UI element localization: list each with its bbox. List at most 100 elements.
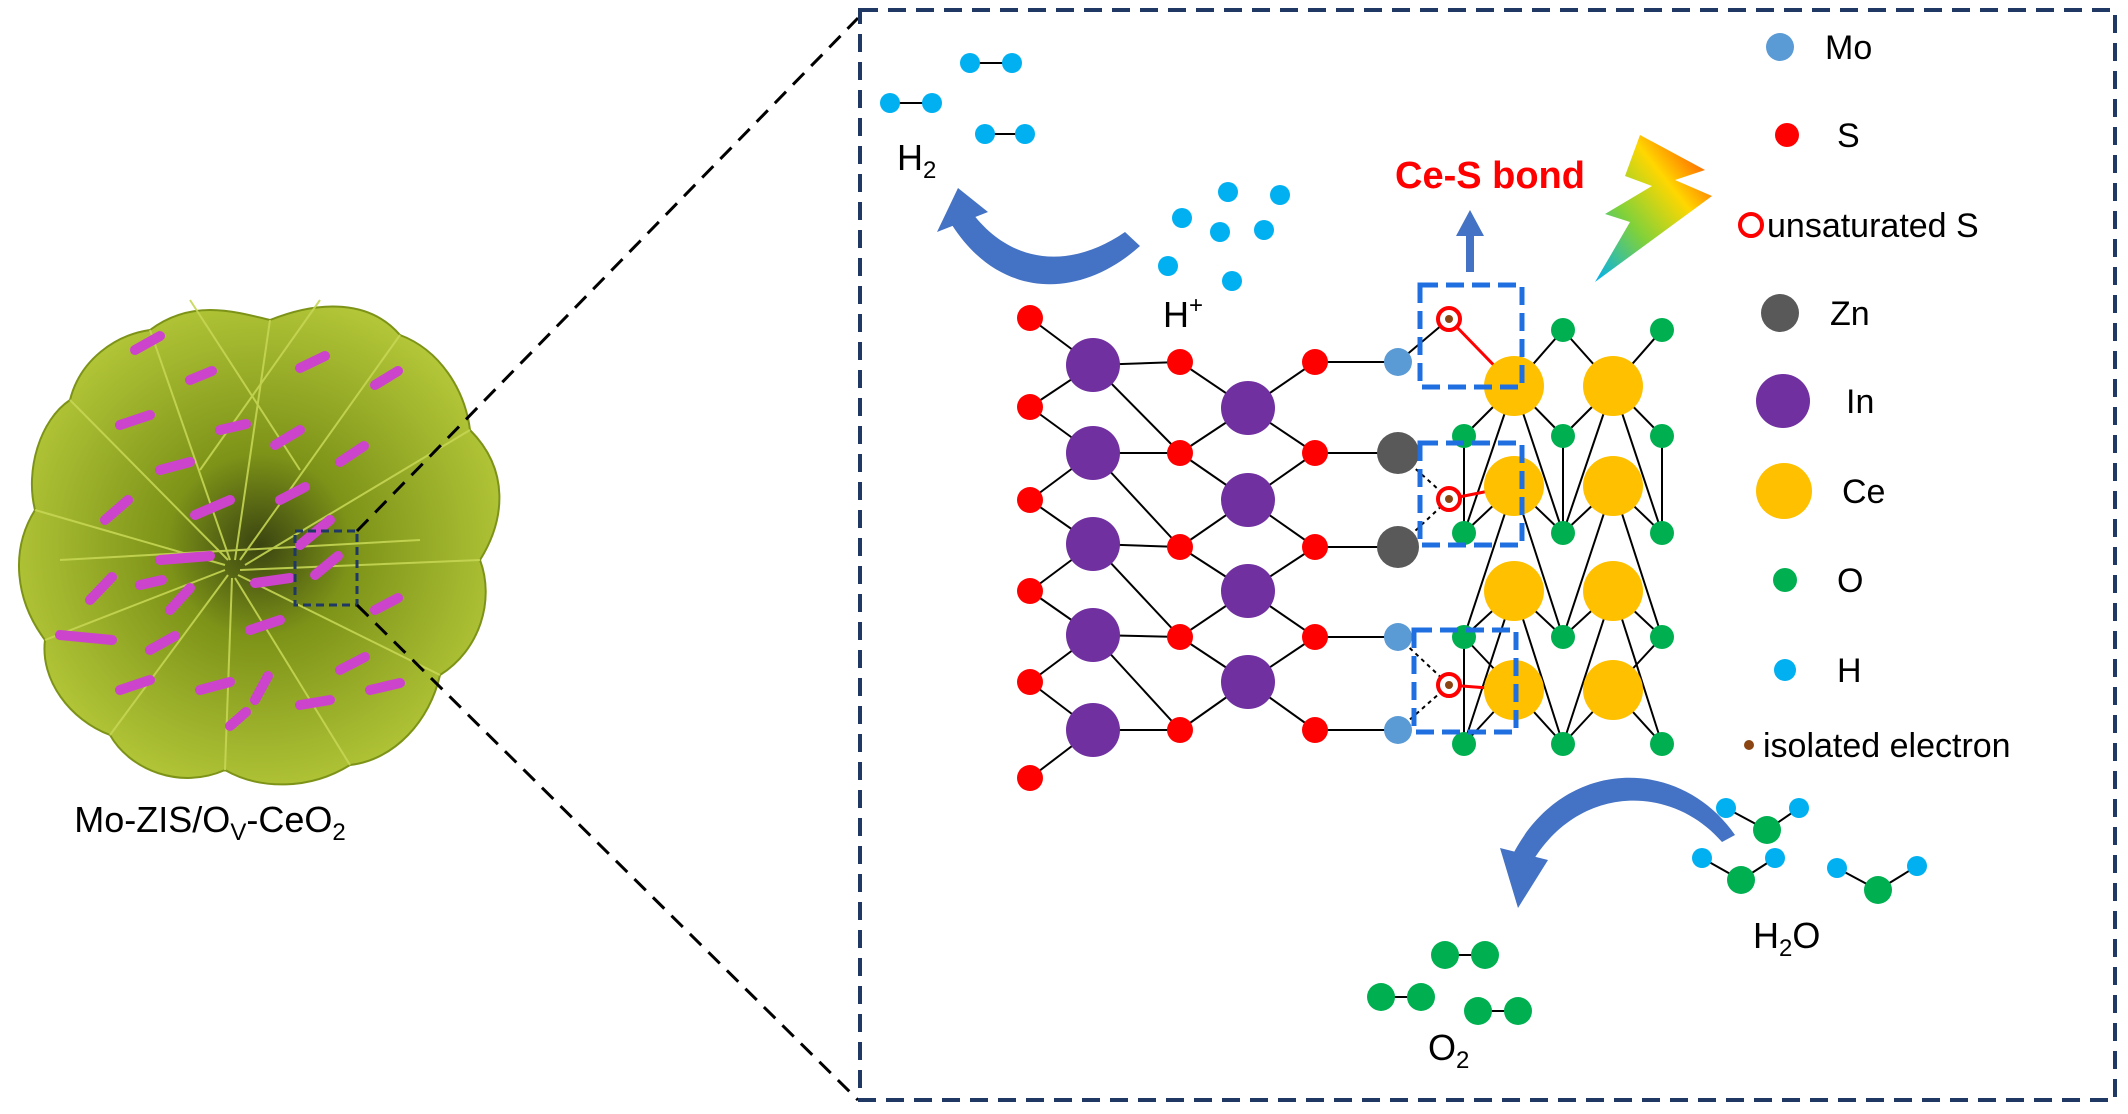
cerium-atom	[1583, 356, 1643, 416]
legend-label: Ce	[1842, 473, 1885, 511]
caption-prefix: Mo-ZIS/O	[74, 799, 230, 840]
zoom-box	[293, 529, 359, 607]
legend-label: H	[1837, 652, 1862, 690]
rod	[250, 573, 295, 588]
legend-item-unsaturatisolated-electrond-s: unsaturated S	[1738, 207, 1979, 245]
sulfur-atom	[1167, 440, 1193, 466]
proton	[1218, 182, 1238, 202]
cerium-atom	[1484, 456, 1544, 516]
ce-s-bond-label: Ce-S bond	[1395, 155, 1585, 197]
oxygen-atom	[1551, 521, 1575, 545]
h2-molecule	[880, 93, 942, 113]
petal-edge	[149, 329, 231, 561]
legend-item-s: S	[1775, 117, 1860, 155]
legend-label: O	[1837, 562, 1863, 600]
zoom-line-bottom	[355, 603, 860, 1102]
petal-edge	[234, 577, 351, 766]
h2o-molecule	[1716, 798, 1809, 844]
oxygen-atom	[1650, 318, 1674, 342]
legend-label: isolated electron	[1763, 727, 2011, 765]
o2-molecule	[1367, 983, 1435, 1011]
rod	[165, 583, 195, 615]
petal-edge	[59, 539, 421, 561]
indium-atom	[1066, 517, 1120, 571]
caption-middle: -CeO	[246, 799, 332, 840]
molybdenum-atom	[1384, 716, 1412, 744]
zoom-line-top	[355, 16, 860, 533]
h2-molecule	[975, 124, 1035, 144]
rod	[145, 631, 180, 655]
isolated-electron	[1445, 681, 1453, 689]
petal-edge	[69, 399, 229, 561]
oxygen-atom	[1551, 424, 1575, 448]
rod	[250, 671, 273, 705]
sulfur-atom	[1017, 765, 1043, 791]
oxygen-atom	[1650, 625, 1674, 649]
proton	[1270, 185, 1290, 205]
rod	[155, 457, 195, 475]
legend-marker	[1761, 294, 1799, 332]
rod	[370, 366, 403, 390]
rod	[185, 366, 217, 385]
caption-sub2: 2	[332, 819, 345, 846]
rod	[85, 572, 117, 605]
sulfur-atom	[1017, 578, 1043, 604]
petal-edge	[237, 574, 441, 676]
rod	[310, 551, 343, 580]
indium-atom	[1066, 703, 1120, 757]
legend-item-isolated-electron: isolated electron	[1744, 727, 2011, 765]
rod	[115, 410, 155, 430]
cerium-atom	[1484, 561, 1544, 621]
rod	[370, 593, 403, 615]
sulfur-atom	[1017, 487, 1043, 513]
sulfur-atom	[1167, 624, 1193, 650]
legend-label: Zn	[1830, 295, 1870, 333]
legend-label: unsaturated S	[1767, 207, 1979, 245]
petal-edge	[109, 574, 229, 736]
hplus-label: H+	[1163, 292, 1203, 335]
h2o-molecule	[1827, 856, 1927, 904]
rod	[215, 419, 251, 435]
sulfur-atom	[1302, 440, 1328, 466]
indium-atom	[1221, 473, 1275, 527]
legend-marker	[1766, 33, 1794, 61]
molybdenum-atom	[1384, 348, 1412, 376]
proton	[1222, 271, 1242, 291]
rod	[335, 441, 369, 467]
indium-atom	[1221, 381, 1275, 435]
rod	[190, 495, 235, 520]
sulfur-atom	[1302, 349, 1328, 375]
arrow-h2o-to-o2	[1500, 777, 1735, 908]
legend-label: Mo	[1825, 29, 1872, 67]
legend-item-zn: Zn	[1761, 294, 1870, 333]
indium-atom	[1066, 338, 1120, 392]
indium-atom	[1066, 608, 1120, 662]
petal-edge	[239, 559, 481, 571]
rod	[365, 678, 405, 695]
legend-label: In	[1846, 383, 1874, 421]
proton	[1158, 256, 1178, 276]
caption-sub1: V	[230, 819, 246, 846]
sulfur-atom	[1017, 669, 1043, 695]
legend-marker	[1774, 659, 1796, 681]
zinc-atom	[1377, 526, 1419, 568]
oxygen-atom	[1551, 732, 1575, 756]
legend-label: S	[1837, 117, 1860, 155]
rods	[55, 331, 405, 731]
h2-molecule	[960, 53, 1022, 73]
legend-item-mo: Mo	[1766, 29, 1872, 67]
indium-atom	[1066, 426, 1120, 480]
rod	[270, 425, 305, 450]
petal-edge	[239, 334, 401, 561]
rod	[295, 695, 335, 710]
o2-molecule	[1431, 941, 1499, 969]
rod	[335, 652, 370, 675]
sulfur-atom	[1167, 717, 1193, 743]
petal-edge	[224, 577, 233, 771]
oxygen-atom	[1452, 732, 1476, 756]
h2o-label: H2O	[1753, 915, 1820, 962]
sulfur-atom	[1302, 624, 1328, 650]
